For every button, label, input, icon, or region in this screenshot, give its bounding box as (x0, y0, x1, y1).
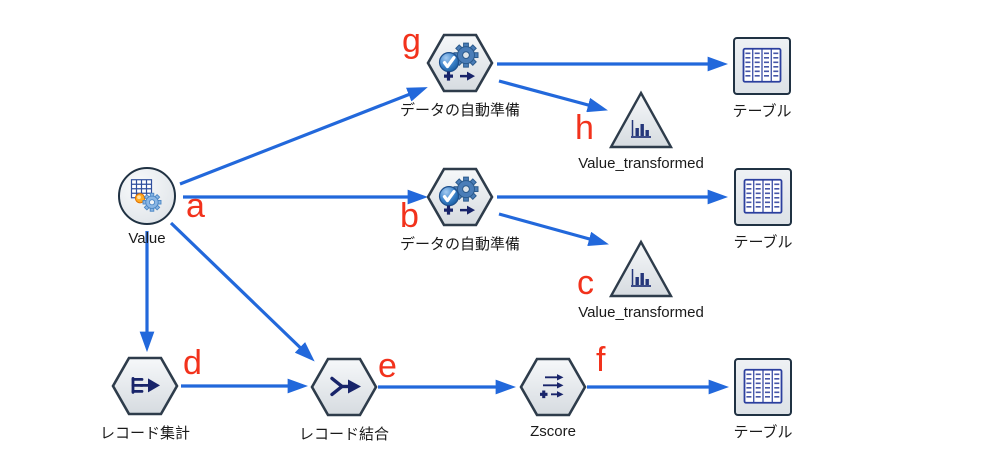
gear-icon (142, 192, 162, 212)
node-record-merge[interactable]: レコード結合 (299, 356, 389, 443)
annotation-letter-f: f (596, 341, 606, 379)
triangle-shape (608, 90, 674, 149)
edge-adp-top-to-vt-top[interactable] (498, 79, 608, 113)
annotation-letter-d: d (183, 344, 202, 382)
derive-arrows-icon (540, 374, 564, 399)
aggregate-arrow-icon (131, 376, 160, 394)
node-label: Value (128, 230, 166, 247)
annotation-letter-c: c (577, 264, 594, 302)
plus-arrow-icon (444, 71, 475, 81)
auto-data-prep-icon (438, 176, 479, 215)
check-badge-icon (438, 52, 460, 73)
node-value-source[interactable]: Value (118, 167, 176, 247)
table-settings-icon (130, 179, 162, 212)
node-value-transformed-top[interactable]: Value_transformed (578, 90, 704, 172)
node-label: テーブル (733, 234, 793, 251)
node-label: Value_transformed (578, 304, 704, 321)
node-label: レコード結合 (298, 426, 390, 443)
node-label: Value_transformed (578, 155, 704, 172)
node-table-bottom[interactable]: テーブル (733, 358, 793, 441)
merge-arrow-icon (330, 376, 361, 397)
node-auto-data-prep-mid[interactable]: データの自動準備 (400, 166, 520, 253)
check-badge-icon (438, 186, 460, 207)
plus-arrow-icon (444, 205, 475, 215)
triangle-shape (608, 239, 674, 298)
gear-icon (453, 176, 479, 202)
node-zscore[interactable]: Zscore (519, 356, 587, 440)
node-label: テーブル (732, 103, 792, 120)
annotation-letter-g: g (402, 22, 421, 60)
node-label: Zscore (530, 423, 576, 440)
annotation-letter-h: h (575, 109, 594, 147)
node-record-aggregate[interactable]: レコード集計 (100, 355, 190, 442)
table-grid-icon (743, 178, 783, 214)
node-value-transformed-mid[interactable]: Value_transformed (578, 239, 704, 321)
annotation-letter-b: b (400, 197, 419, 235)
table-grid-icon (742, 47, 782, 83)
node-label: テーブル (733, 424, 793, 441)
table-grid-icon (743, 368, 783, 404)
bar-chart-icon (631, 120, 651, 139)
node-table-top[interactable]: テーブル (732, 37, 792, 120)
auto-data-prep-icon (438, 42, 479, 81)
edge-adp-mid-to-vt-mid[interactable] (498, 212, 609, 247)
orange-badge-icon (134, 193, 146, 204)
node-label: データの自動準備 (399, 102, 521, 119)
edge-value-to-merge[interactable] (169, 221, 315, 362)
node-label: データの自動準備 (399, 236, 521, 253)
hexagon-shape (519, 357, 587, 417)
annotation-letter-a: a (186, 187, 205, 225)
node-auto-data-prep-top[interactable]: データの自動準備 (400, 32, 520, 119)
gear-icon (453, 42, 479, 68)
annotation-letter-e: e (378, 347, 397, 385)
bar-chart-icon (631, 269, 651, 288)
edge-value-to-adp-top[interactable] (179, 87, 428, 186)
node-table-mid[interactable]: テーブル (733, 168, 793, 251)
node-label: レコード集計 (99, 425, 191, 442)
